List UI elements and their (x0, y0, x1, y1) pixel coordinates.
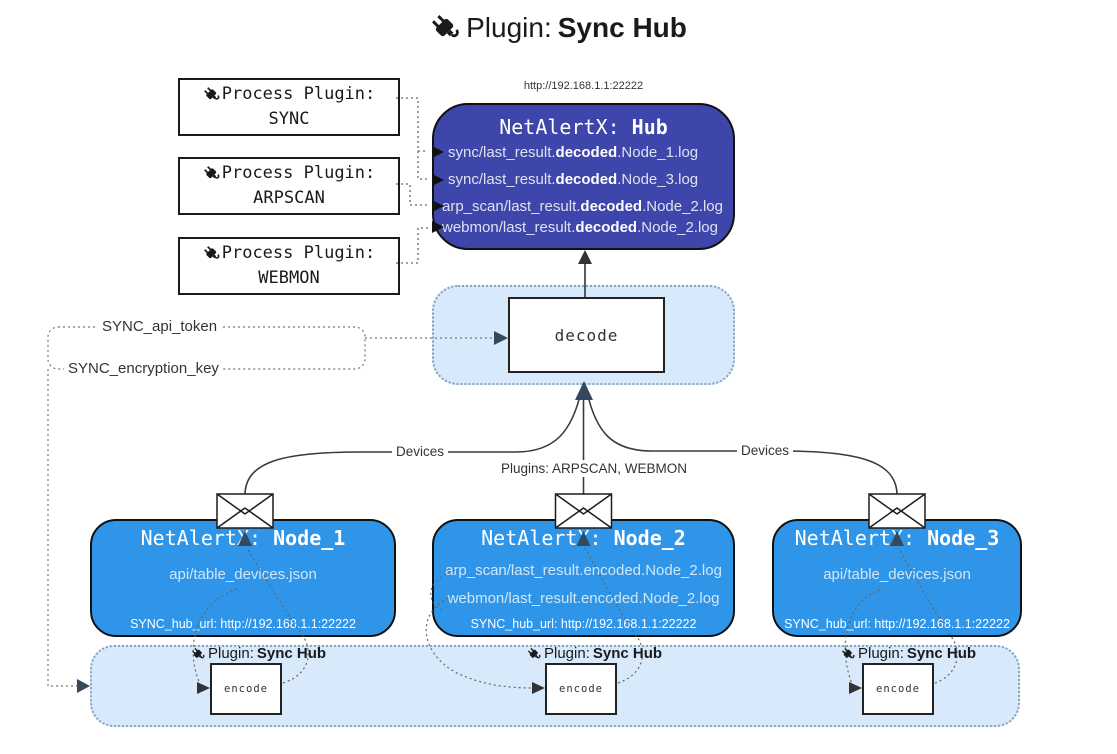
plug-icon (527, 647, 541, 661)
node-file: webmon/last_result.encoded.Node_2.log (447, 590, 720, 607)
node-1-box: NetAlertX: Node_1 api/table_devices.json… (90, 519, 396, 637)
edge-label-plugins: Plugins: ARPSCAN, WEBMON (497, 460, 692, 477)
hub-file-line: webmon/last_result.decoded.Node_2.log (442, 219, 718, 236)
process-plugin-name: SYNC (268, 109, 310, 129)
node-hub-url: SYNC_hub_url: http://192.168.1.1:22222 (130, 617, 356, 631)
node-hub-url: SYNC_hub_url: http://192.168.1.1:22222 (784, 617, 1010, 631)
node-title: NetAlertX: Node_1 (140, 526, 346, 550)
strip-plugin-label: Plugin: Sync Hub (527, 645, 662, 662)
encode-box-3: encode (862, 663, 934, 715)
plug-icon (430, 13, 460, 43)
hub-box: NetAlertX: Hub sync/last_result.decoded.… (432, 103, 735, 250)
node-title: NetAlertX: Node_2 (481, 526, 686, 550)
config-api-token-label: SYNC_api_token (98, 318, 222, 335)
hub-url: http://192.168.1.1:22222 (523, 80, 644, 92)
process-plugin-webmon-box: Process Plugin: WEBMON (178, 237, 400, 295)
node-title: NetAlertX: Node_3 (794, 526, 1000, 550)
decode-box: decode (508, 297, 665, 373)
hub-file-line: sync/last_result.decoded.Node_3.log (448, 171, 699, 188)
process-plugin-name: WEBMON (258, 268, 320, 288)
node-file: arp_scan/last_result.encoded.Node_2.log (445, 562, 722, 579)
plug-icon (841, 647, 855, 661)
process-plugin-label: Process Plugin: (221, 83, 376, 104)
hub-file-line: sync/last_result.decoded.Node_1.log (448, 144, 699, 161)
process-plugin-arpscan-box: Process Plugin: ARPSCAN (178, 157, 400, 215)
process-plugin-sync-box: Process Plugin: SYNC (178, 78, 400, 136)
encode-box-1: encode (210, 663, 282, 715)
node-2-box: NetAlertX: Node_2 arp_scan/last_result.e… (432, 519, 735, 637)
page-title-label: Plugin: (466, 12, 552, 43)
page-title: Plugin: Sync Hub (0, 12, 1117, 44)
process-plugin-label: Process Plugin: (221, 242, 376, 263)
process-plugin-label: Process Plugin: (221, 162, 376, 183)
plug-icon (191, 647, 205, 661)
encode-box-2: encode (545, 663, 617, 715)
config-encryption-key-label: SYNC_encryption_key (64, 360, 223, 377)
process-plugin-name: ARPSCAN (253, 188, 325, 208)
node-hub-url: SYNC_hub_url: http://192.168.1.1:22222 (470, 617, 697, 631)
strip-plugin-label: Plugin: Sync Hub (841, 645, 976, 662)
node-3-box: NetAlertX: Node_3 api/table_devices.json… (772, 519, 1022, 637)
page-title-name: Sync Hub (557, 12, 687, 43)
node-file: api/table_devices.json (169, 566, 317, 583)
plug-icon (203, 86, 220, 103)
plug-icon (203, 165, 220, 182)
edge-label-devices-right: Devices (737, 442, 794, 459)
strip-plugin-label: Plugin: Sync Hub (191, 645, 326, 662)
hub-file-line: arp_scan/last_result.decoded.Node_2.log (442, 198, 723, 215)
node-file: api/table_devices.json (823, 566, 971, 583)
hub-title: NetAlertX: Hub (499, 115, 668, 139)
edge-label-devices-left: Devices (392, 443, 449, 460)
plug-icon (203, 245, 220, 262)
